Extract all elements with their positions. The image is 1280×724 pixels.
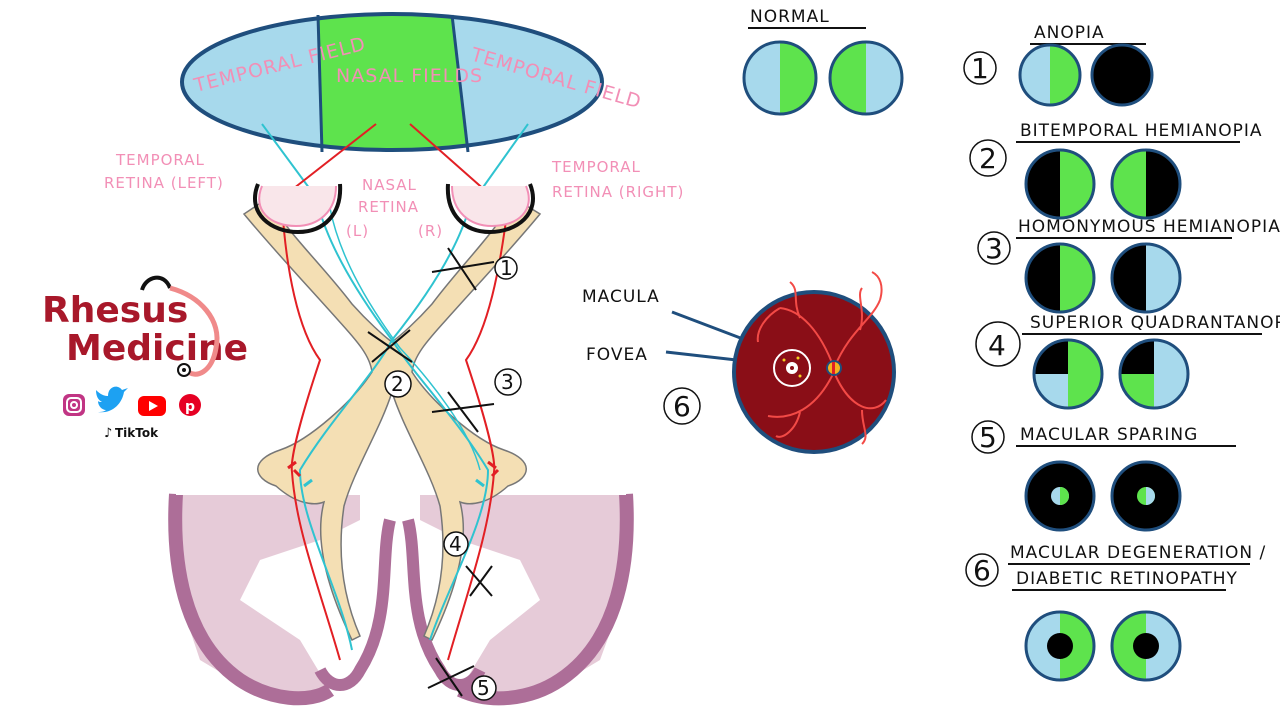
item5-right-field xyxy=(1110,460,1182,532)
lesion-marker-4: 4 xyxy=(443,531,469,557)
anopia-item-5: 5 MACULAR SPARING xyxy=(971,420,1236,532)
svg-text:4: 4 xyxy=(988,329,1006,362)
anopia-item-2: 2 BITEMPORAL HEMIANOPIA xyxy=(969,121,1263,220)
svg-text:Rhesus: Rhesus xyxy=(42,290,188,331)
temporal-retina-left-label2: RETINA (LEFT) xyxy=(104,174,224,192)
temporal-retina-right-label2: RETINA (RIGHT) xyxy=(552,183,684,201)
visual-field-ellipse xyxy=(180,12,604,153)
item2-right-field xyxy=(1110,148,1182,220)
instagram-icon[interactable] xyxy=(63,394,85,416)
nasal-retina-label: NASAL xyxy=(362,176,417,194)
svg-text:1: 1 xyxy=(500,256,513,280)
temporal-retina-left-label: TEMPORAL xyxy=(115,151,205,169)
macular-sparing-label: MACULAR SPARING xyxy=(1020,425,1198,445)
item4-right-field xyxy=(1118,338,1190,410)
nasal-fields-label: NASAL FIELDS xyxy=(336,65,483,87)
fundus xyxy=(732,271,896,454)
superior-quadrantanopia-label: SUPERIOR QUADRANTANOPIA xyxy=(1030,313,1280,333)
item1-right-field xyxy=(1090,43,1154,107)
lesion-marker-1: 1 xyxy=(494,256,518,280)
svg-text:5: 5 xyxy=(477,676,490,700)
svg-text:1: 1 xyxy=(971,52,989,85)
lesion-marker-6: 6 xyxy=(663,387,701,425)
svg-text:6: 6 xyxy=(973,554,991,587)
youtube-icon[interactable] xyxy=(138,396,166,416)
nasal-retina-left-side: (L) xyxy=(346,222,369,240)
item3-right-field xyxy=(1110,242,1182,314)
lesion-marker-3: 3 xyxy=(494,368,522,396)
anopia-item-4: 4 SUPERIOR QUADRANTANOPIA xyxy=(975,313,1280,410)
fovea-label: FOVEA xyxy=(586,345,648,365)
item5-left-field xyxy=(1024,460,1096,532)
nasal-retina-label2: RETINA xyxy=(358,198,419,216)
twitter-icon[interactable] xyxy=(96,386,128,413)
temporal-retina-right-label: TEMPORAL xyxy=(551,158,641,176)
homonymous-label: HOMONYMOUS HEMIANOPIA xyxy=(1018,217,1280,237)
macular-degeneration-label: MACULAR DEGENERATION / xyxy=(1010,543,1266,563)
svg-text:5: 5 xyxy=(979,421,997,454)
anopia-item-1: 1 xyxy=(963,43,1154,107)
anopia-item-3: 3 HOMONYMOUS HEMIANOPIA xyxy=(977,217,1280,314)
svg-text:4: 4 xyxy=(449,532,462,556)
tiktok-label: TikTok xyxy=(115,426,159,440)
normal-title: NORMAL xyxy=(750,7,830,27)
normal-left-eye-field xyxy=(742,40,818,116)
macula-label: MACULA xyxy=(582,287,660,307)
tiktok-icon: ♪ xyxy=(104,426,112,441)
left-retina xyxy=(253,183,343,235)
svg-text:3: 3 xyxy=(501,370,514,394)
item4-left-field xyxy=(1032,338,1104,410)
item1-left-field xyxy=(1018,43,1082,107)
nasal-retina-right-side: (R) xyxy=(418,222,443,240)
svg-text:p: p xyxy=(185,399,195,415)
svg-text:2: 2 xyxy=(979,142,997,175)
item2-left-field xyxy=(1024,148,1096,220)
item3-left-field xyxy=(1024,242,1096,314)
lesion-marker-5: 5 xyxy=(471,675,497,701)
anopia-title: ANOPIA xyxy=(1034,23,1105,43)
diabetic-retinopathy-label: DIABETIC RETINOPATHY xyxy=(1016,569,1238,589)
bitemporal-label: BITEMPORAL HEMIANOPIA xyxy=(1020,121,1263,141)
item6-left-field xyxy=(1024,610,1096,682)
occipital-cortex xyxy=(168,493,634,706)
item6-right-field xyxy=(1110,610,1182,682)
normal-right-eye-field xyxy=(828,40,904,116)
pinterest-icon[interactable]: p xyxy=(179,394,201,416)
svg-text:3: 3 xyxy=(985,232,1003,265)
svg-text:Medicine: Medicine xyxy=(66,328,248,369)
anopia-item-6: 6 MACULAR DEGENERATION / DIABETIC RETINO… xyxy=(965,543,1266,682)
brand-logo: Rhesus Medicine xyxy=(42,275,248,377)
right-retina xyxy=(445,183,535,235)
svg-text:2: 2 xyxy=(391,372,404,396)
tiktok-link[interactable]: ♪ TikTok xyxy=(104,426,159,441)
svg-text:6: 6 xyxy=(673,390,691,423)
lesion-marker-2: 2 xyxy=(384,370,412,398)
lesion-x-marks xyxy=(367,247,495,697)
